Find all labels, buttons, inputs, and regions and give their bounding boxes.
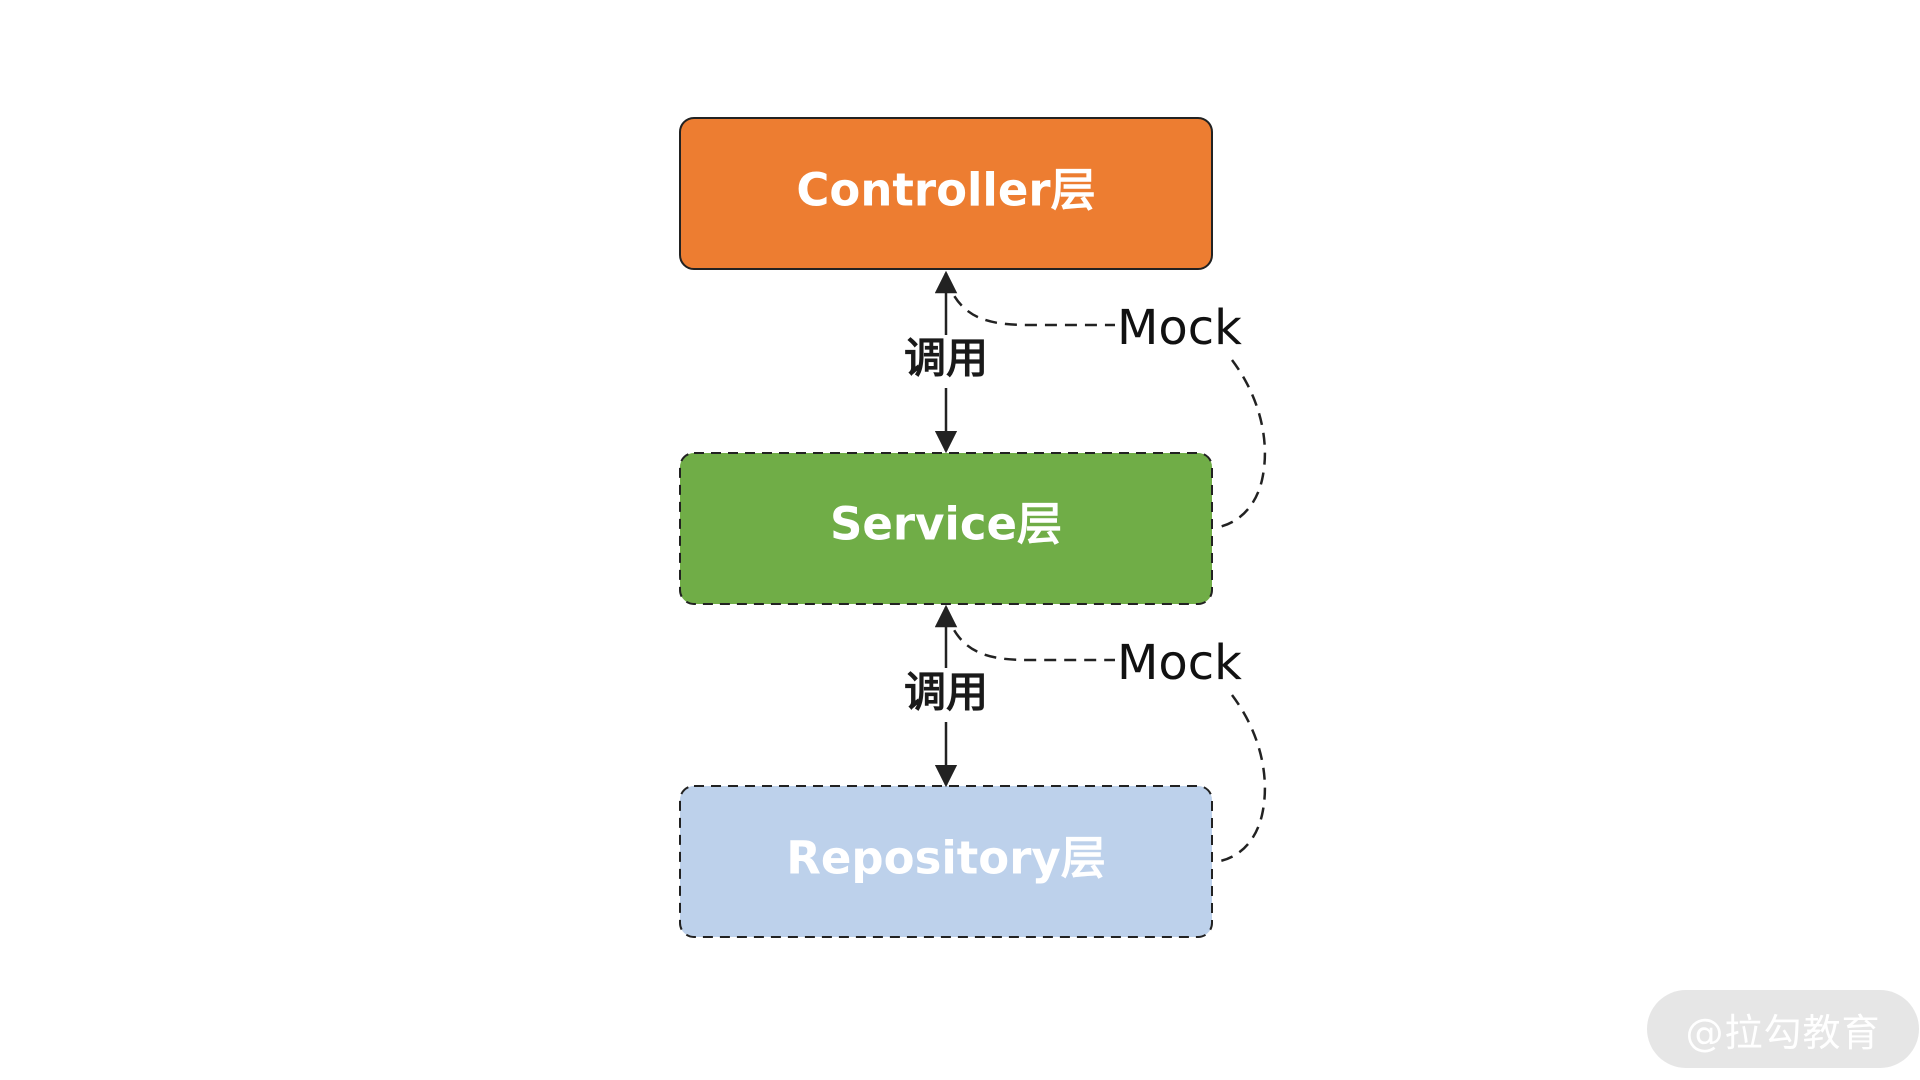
repository-layer-label: Repository层: [786, 832, 1105, 885]
service-repository-mock-label: Mock: [1117, 635, 1242, 691]
mock-curve-upper: [944, 277, 1115, 327]
service-layer-label: Service层: [830, 498, 1062, 551]
controller-layer-box: Controller层: [679, 117, 1213, 270]
controller-service-call-edge: 调用: [904, 270, 988, 454]
service-repository-call-label: 调用: [904, 668, 988, 717]
mock-curve-lower: [1213, 359, 1267, 530]
watermark-badge: @拉勾教育: [1647, 990, 1919, 1068]
watermark-text: @拉勾教育: [1685, 1010, 1881, 1055]
mock-curve-lower: [1213, 694, 1267, 864]
mock-curve-upper: [944, 611, 1115, 662]
controller-layer-label: Controller层: [796, 164, 1095, 217]
service-layer-box: Service层: [679, 452, 1213, 605]
repository-layer-box: Repository层: [679, 785, 1213, 938]
service-repository-mock-edge: Mock: [944, 611, 1267, 864]
controller-service-mock-label: Mock: [1117, 300, 1242, 356]
controller-service-call-label: 调用: [904, 334, 988, 383]
controller-service-mock-edge: Mock: [944, 277, 1267, 530]
service-repository-call-edge: 调用: [904, 604, 988, 788]
